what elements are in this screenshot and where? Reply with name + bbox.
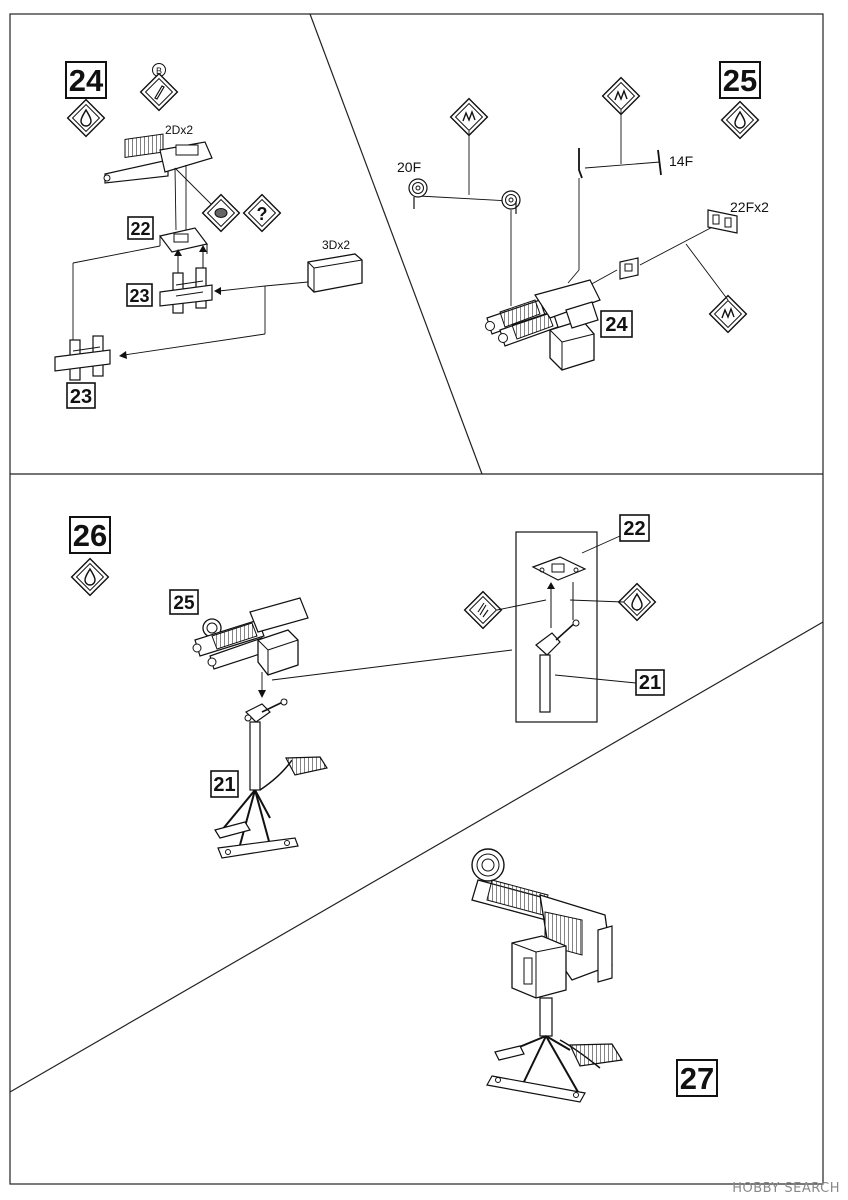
question-icon: ? [242,193,282,233]
label-20f: 20F [397,159,421,175]
sanding-icon [449,97,489,137]
sanding-icon [708,294,748,334]
part-22-label: 22 [130,219,150,239]
frame-part-22-inset [531,556,587,581]
sight-part-20f [501,190,521,214]
rubber-pad-part [307,253,363,293]
part-25-label: 25 [173,593,195,614]
bracket-part [619,257,639,280]
step-25-number: 25 [723,63,757,98]
stand-top-inset [535,619,580,713]
gun-barrel-part [103,133,213,184]
label-3dx2: 3Dx2 [322,238,350,252]
step-27-number: 27 [680,1061,714,1096]
paint-drop-icon [70,557,110,597]
question-symbol: ? [257,204,268,224]
handle-part-14f [578,148,583,179]
step-26-number: 26 [73,518,107,553]
frame-part-22 [158,227,209,254]
step-27: 27 [471,848,718,1103]
step-24: 24 B 2Dx2 ? [54,61,363,409]
glue-tube-icon [201,193,241,233]
step-24-number: 24 [69,63,104,98]
handle-part-14f [657,149,662,176]
ref-b-label: B [156,66,162,76]
label-2dx2: 2Dx2 [165,123,193,137]
glue-brush-icon [463,590,503,630]
step-26: 26 25 [69,514,665,859]
part-21-label: 21 [213,774,235,796]
paint-drop-icon [66,98,106,138]
paint-drop-icon [720,100,760,140]
stand-part-21 [214,698,328,859]
paint-drop-icon [617,582,657,622]
divider-24-25 [309,13,483,475]
completed-gun-assembly [471,848,623,1103]
divider-26-27 [9,621,824,1093]
part-23-label-upper: 23 [129,286,149,306]
step-25: 25 20F [397,61,769,371]
part-22-label-inset: 22 [623,518,645,540]
detail-inset [515,531,598,723]
knife-icon [139,72,179,112]
gun-assembly-24 [485,279,601,371]
sight-part-20f [408,178,428,209]
label-14f: 14F [669,153,693,169]
watermark: HOBBY SEARCH [732,1181,840,1196]
plate-part-22f [707,209,738,234]
mount-part-23-lower [54,335,111,381]
part-21-label-inset: 21 [639,672,661,694]
part-23-label-lower: 23 [70,386,92,408]
mount-part-23 [159,267,213,314]
label-22fx2: 22Fx2 [730,199,769,215]
sanding-icon [601,76,641,116]
part-24-label: 24 [605,314,628,336]
page-border [9,13,824,1185]
gun-assembly-25 [192,597,309,676]
